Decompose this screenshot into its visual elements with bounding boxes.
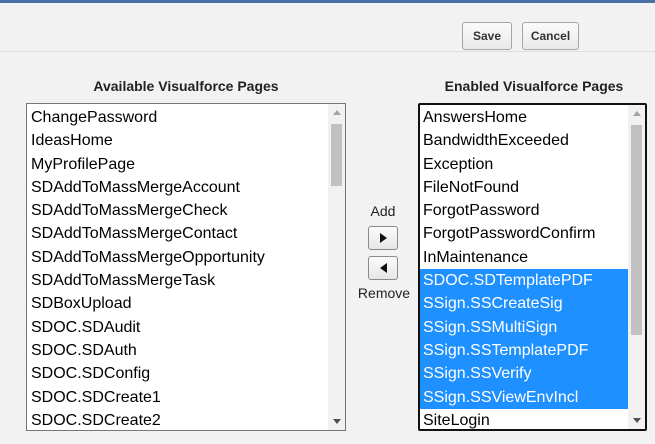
list-item[interactable]: SDBoxUpload [31, 295, 132, 313]
list-item[interactable]: SDOC.SDCreate2 [31, 411, 161, 429]
list-item[interactable]: ForgotPassword [423, 202, 540, 220]
list-item[interactable]: SDOC.SDAudit [31, 318, 141, 336]
list-item[interactable]: ChangePassword [31, 109, 158, 126]
scrollbar-thumb[interactable] [331, 124, 342, 186]
list-item[interactable]: BandwidthExceeded [423, 132, 569, 150]
remove-button[interactable] [368, 256, 398, 280]
available-pages-title: Available Visualforce Pages [93, 78, 279, 94]
scrollbar-thumb[interactable] [631, 125, 642, 335]
cancel-button[interactable]: Cancel [522, 22, 579, 50]
list-item[interactable]: SDOC.SDConfig [31, 365, 151, 383]
add-label: Add [370, 203, 396, 219]
button-bar: Save Cancel [0, 0, 655, 52]
enabled-pages-listbox[interactable]: AnswersHome BandwidthExceeded Exception … [418, 103, 647, 431]
list-item[interactable]: SSign.SSViewEnvIncl [420, 385, 628, 409]
remove-label: Remove [357, 285, 411, 301]
list-item[interactable]: SDAddToMassMergeContact [31, 225, 238, 243]
list-item[interactable]: SDAddToMassMergeCheck [31, 202, 228, 220]
list-item[interactable]: IdeasHome [31, 132, 113, 150]
list-item[interactable]: MyProfilePage [31, 155, 136, 173]
save-button[interactable]: Save [462, 22, 512, 50]
scroll-down-icon[interactable] [328, 413, 345, 430]
scroll-down-icon[interactable] [628, 412, 645, 429]
add-button[interactable] [368, 226, 398, 250]
available-pages-options: ChangePassword IdeasHome MyProfilePage S… [27, 106, 328, 430]
list-item[interactable]: SDOC.SDTemplatePDF [420, 269, 628, 293]
list-item[interactable]: FileNotFound [423, 178, 520, 196]
scroll-up-icon[interactable] [628, 105, 645, 122]
list-item[interactable]: Exception [423, 155, 494, 173]
list-item[interactable]: SDAddToMassMergeAccount [31, 178, 240, 196]
available-scrollbar[interactable] [328, 104, 345, 430]
list-item[interactable]: SDAddToMassMergeOpportunity [31, 248, 265, 266]
list-item[interactable]: AnswersHome [423, 109, 528, 126]
list-item[interactable]: ForgotPasswordConfirm [423, 225, 596, 243]
enabled-pages-title: Enabled Visualforce Pages [444, 78, 624, 94]
enabled-scrollbar[interactable] [628, 105, 645, 429]
triangle-left-icon [379, 263, 387, 273]
enabled-pages-options: AnswersHome BandwidthExceeded Exception … [420, 106, 628, 429]
list-item[interactable]: SSign.SSTemplatePDF [420, 338, 628, 363]
scroll-up-icon[interactable] [328, 104, 345, 121]
available-pages-listbox[interactable]: ChangePassword IdeasHome MyProfilePage S… [26, 103, 346, 431]
list-item[interactable]: SDOC.SDCreate1 [31, 388, 161, 406]
list-item[interactable]: SDOC.SDAuth [31, 341, 137, 359]
list-item[interactable]: SSign.SSMultiSign [420, 315, 628, 339]
list-item[interactable]: SSign.SSVerify [420, 362, 628, 386]
list-item[interactable]: SDAddToMassMergeTask [31, 272, 216, 290]
list-item[interactable]: SiteLogin [423, 411, 490, 429]
list-item[interactable]: InMaintenance [423, 248, 528, 266]
list-item[interactable]: SSign.SSCreateSig [420, 292, 628, 316]
triangle-right-icon [379, 233, 387, 243]
